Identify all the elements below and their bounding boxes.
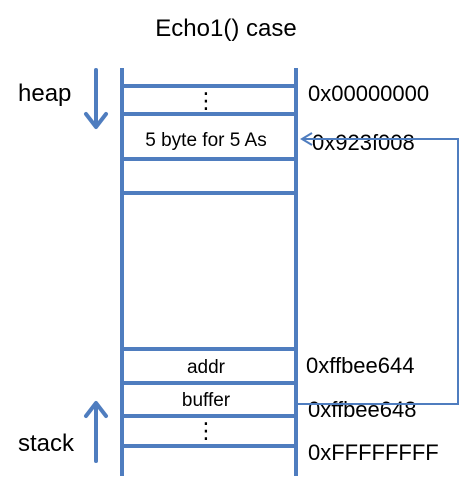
address-heap-cell: 0x923f008 bbox=[312, 130, 415, 155]
bottom-ellipsis: ⋮ bbox=[195, 418, 217, 443]
heap-label: heap bbox=[18, 80, 71, 107]
stack-label: stack bbox=[18, 430, 75, 457]
arrow-down-icon bbox=[84, 68, 108, 129]
diagram-title: Echo1() case bbox=[155, 15, 296, 42]
address-top: 0x00000000 bbox=[308, 81, 429, 106]
address-addr-cell: 0xffbee644 bbox=[306, 353, 414, 378]
buffer-cell-label: buffer bbox=[182, 390, 231, 411]
address-buffer-cell: 0xffbee648 bbox=[308, 397, 416, 422]
addr-cell-label: addr bbox=[187, 357, 226, 378]
memory-dividers bbox=[122, 84, 296, 448]
address-bottom: 0xFFFFFFFF bbox=[308, 440, 439, 465]
memory-column bbox=[120, 68, 298, 476]
arrow-up-icon bbox=[84, 401, 108, 463]
top-ellipsis: ⋮ bbox=[195, 88, 217, 113]
pointer-arrow-icon bbox=[296, 132, 459, 405]
heap-cell-label: 5 byte for 5 As bbox=[145, 130, 266, 151]
